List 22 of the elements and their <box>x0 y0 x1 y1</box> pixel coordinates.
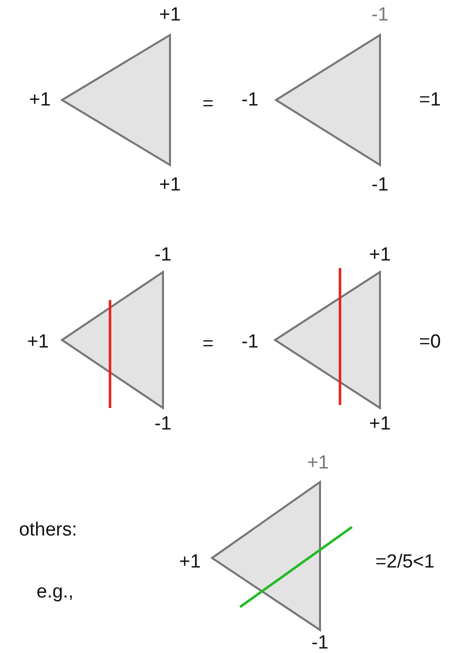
vertex-label: +1 <box>179 552 201 572</box>
vertex-label: -1 <box>372 6 388 24</box>
equals-sign: = <box>202 94 214 114</box>
vertex-label: +1 <box>159 176 181 194</box>
note-text: e.g., <box>36 582 74 602</box>
result-label: =1 <box>419 90 441 110</box>
vertex-label: -1 <box>242 332 258 352</box>
vertex-label: +1 <box>159 6 181 24</box>
vertex-label: -1 <box>154 414 172 434</box>
vertex-label: +1 <box>27 332 49 352</box>
note-text: others: <box>18 520 78 540</box>
result-label: =2/5<1 <box>375 552 435 572</box>
vertex-label: -1 <box>372 176 388 194</box>
vertex-label: +1 <box>307 454 329 472</box>
vertex-label: -1 <box>312 634 328 652</box>
vertex-label: -1 <box>242 90 258 110</box>
vertex-label: +1 <box>369 414 391 434</box>
result-label: =0 <box>419 332 441 352</box>
equals-sign: = <box>202 334 214 354</box>
vertex-label: +1 <box>369 246 391 264</box>
vertex-label: +1 <box>29 90 51 110</box>
vertex-label: -1 <box>154 246 172 264</box>
